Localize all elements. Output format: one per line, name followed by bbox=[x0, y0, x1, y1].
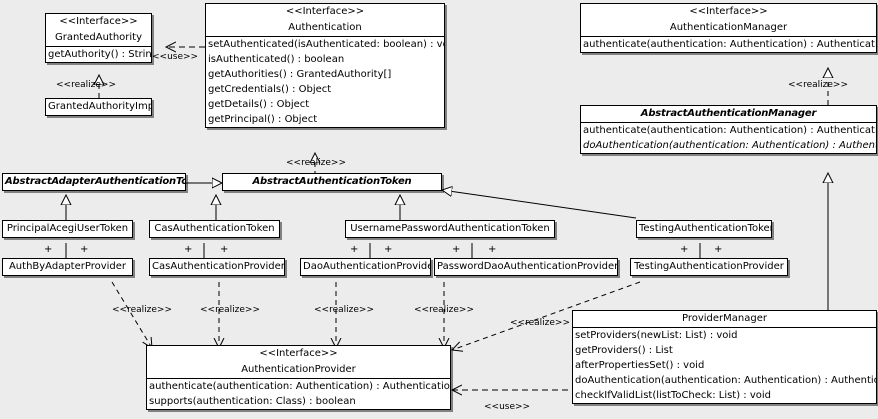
label-realize-dao-authentication-provider: <<realize>> bbox=[314, 305, 374, 315]
class-name: TestingAuthenticationToken bbox=[639, 223, 772, 234]
multiplicity-mark: + bbox=[452, 244, 461, 255]
class-name: AbstractAuthenticationToken bbox=[252, 176, 412, 187]
method-item: setProviders(newList: List) : void bbox=[575, 330, 738, 341]
method-item: checkIfValidList(listToCheck: List) : vo… bbox=[575, 390, 772, 401]
multiplicity-mark: + bbox=[80, 244, 89, 255]
class-username-password-authentication-token[interactable]: UsernamePasswordAuthenticationToken bbox=[345, 220, 555, 238]
members-compartment: authenticate(authentication: Authenticat… bbox=[581, 36, 876, 52]
method-item: supports(authentication: Class) : boolea… bbox=[149, 396, 356, 407]
members-compartment: setProviders(newList: List) : void getPr… bbox=[573, 327, 876, 403]
class-cas-authentication-provider[interactable]: CasAuthenticationProvider bbox=[149, 258, 285, 276]
label-realize-abstract-authentication-manager: <<realize>> bbox=[788, 80, 848, 90]
class-testing-authentication-token[interactable]: TestingAuthenticationToken bbox=[636, 220, 772, 238]
method-item: getAuthority() : String bbox=[48, 49, 152, 60]
multiplicity-mark: + bbox=[714, 244, 723, 255]
method-item: authenticate(authentication: Authenticat… bbox=[583, 39, 877, 50]
method-item: setAuthenticated(isAuthenticated: boolea… bbox=[208, 39, 445, 50]
label-use-provider-manager-authentication-provider: <<use>> bbox=[484, 402, 531, 412]
method-item: isAuthenticated() : boolean bbox=[208, 54, 345, 65]
method-item: doAuthentication(authentication: Authent… bbox=[583, 140, 877, 151]
class-provider-manager[interactable]: ProviderManager setProviders(newList: Li… bbox=[572, 310, 877, 404]
class-name: CasAuthenticationToken bbox=[154, 223, 275, 234]
method-item: getProviders() : List bbox=[575, 345, 673, 356]
class-abstract-authentication-token[interactable]: AbstractAuthenticationToken bbox=[222, 173, 442, 191]
label-use-authentication-granted-authority: <<use>> bbox=[152, 52, 199, 62]
class-abstract-authentication-manager[interactable]: AbstractAuthenticationManager authentica… bbox=[580, 105, 877, 154]
class-name: TestingAuthenticationProvider bbox=[634, 261, 784, 272]
members-compartment: authenticate(authentication: Authenticat… bbox=[147, 378, 450, 409]
class-authentication-manager[interactable]: <<Interface>> AuthenticationManager auth… bbox=[580, 3, 877, 53]
label-realize-abstract-authentication-token: <<realize>> bbox=[286, 158, 346, 168]
class-cas-authentication-token[interactable]: CasAuthenticationToken bbox=[149, 220, 280, 238]
class-dao-authentication-provider[interactable]: DaoAuthenticationProvider bbox=[300, 258, 431, 276]
label-realize-cas-authentication-provider: <<realize>> bbox=[200, 305, 260, 315]
class-name: AuthByAdapterProvider bbox=[8, 261, 127, 272]
method-item: getDetails() : Object bbox=[208, 99, 310, 110]
class-authentication-provider[interactable]: <<Interface>> AuthenticationProvider aut… bbox=[146, 345, 451, 410]
class-name: AbstractAuthenticationManager bbox=[640, 108, 817, 119]
label-realize-password-dao-authentication-provider: <<realize>> bbox=[414, 305, 474, 315]
class-granted-authority-impl[interactable]: GrantedAuthorityImpl bbox=[45, 98, 152, 116]
method-item: authenticate(authentication: Authenticat… bbox=[149, 381, 451, 392]
members-compartment: authenticate(authentication: Authenticat… bbox=[581, 122, 876, 153]
method-item: authenticate(authentication: Authenticat… bbox=[583, 125, 877, 136]
class-name: CasAuthenticationProvider bbox=[152, 261, 285, 272]
multiplicity-mark: + bbox=[350, 244, 359, 255]
method-item: afterPropertiesSet() : void bbox=[575, 360, 705, 371]
members-compartment: getAuthority() : String bbox=[46, 46, 151, 62]
class-principal-acegi-user-token[interactable]: PrincipalAcegiUserToken bbox=[2, 220, 133, 238]
stereotype-label: <<Interface>> bbox=[259, 348, 338, 359]
label-realize-testing-authentication-provider: <<realize>> bbox=[510, 318, 570, 328]
class-auth-by-adapter-provider[interactable]: AuthByAdapterProvider bbox=[2, 258, 133, 276]
class-name: AuthenticationManager bbox=[669, 22, 788, 33]
class-abstract-adapter-authentication-token[interactable]: AbstractAdapterAuthenticationToken bbox=[2, 173, 186, 191]
class-name: UsernamePasswordAuthenticationToken bbox=[350, 223, 550, 234]
stereotype-label: <<Interface>> bbox=[689, 6, 768, 17]
class-name: PasswordDaoAuthenticationProvider bbox=[437, 261, 618, 272]
method-item: getCredentials() : Object bbox=[208, 84, 332, 95]
class-granted-authority[interactable]: <<Interface>> GrantedAuthority getAuthor… bbox=[45, 13, 152, 63]
multiplicity-mark: + bbox=[488, 244, 497, 255]
class-name: DaoAuthenticationProvider bbox=[303, 261, 431, 272]
stereotype-label: <<Interface>> bbox=[285, 6, 365, 17]
class-name: GrantedAuthority bbox=[54, 32, 143, 43]
label-realize-auth-by-adapter-provider: <<realize>> bbox=[112, 305, 172, 315]
label-realize-granted-authority-impl: <<realize>> bbox=[56, 80, 116, 90]
class-name: AuthenticationProvider bbox=[241, 364, 356, 375]
method-item: getPrincipal() : Object bbox=[208, 114, 318, 125]
class-name: Authentication bbox=[288, 22, 362, 33]
class-authentication[interactable]: <<Interface>> Authentication setAuthenti… bbox=[205, 3, 445, 128]
stereotype-label: <<Interface>> bbox=[59, 16, 138, 27]
multiplicity-mark: + bbox=[680, 244, 689, 255]
multiplicity-mark: + bbox=[220, 244, 229, 255]
class-name: PrincipalAcegiUserToken bbox=[6, 223, 129, 234]
method-item: doAuthentication(authentication: Authent… bbox=[575, 375, 877, 386]
class-name: AbstractAdapterAuthenticationToken bbox=[5, 176, 185, 187]
members-compartment: setAuthenticated(isAuthenticated: boolea… bbox=[206, 36, 444, 127]
class-testing-authentication-provider[interactable]: TestingAuthenticationProvider bbox=[630, 258, 788, 276]
multiplicity-mark: + bbox=[44, 244, 53, 255]
class-name: GrantedAuthorityImpl bbox=[48, 101, 152, 112]
method-item: getAuthorities() : GrantedAuthority[] bbox=[208, 69, 392, 80]
class-name: ProviderManager bbox=[681, 313, 767, 324]
class-password-dao-authentication-provider[interactable]: PasswordDaoAuthenticationProvider bbox=[434, 258, 618, 276]
multiplicity-mark: + bbox=[184, 244, 193, 255]
multiplicity-mark: + bbox=[384, 244, 393, 255]
